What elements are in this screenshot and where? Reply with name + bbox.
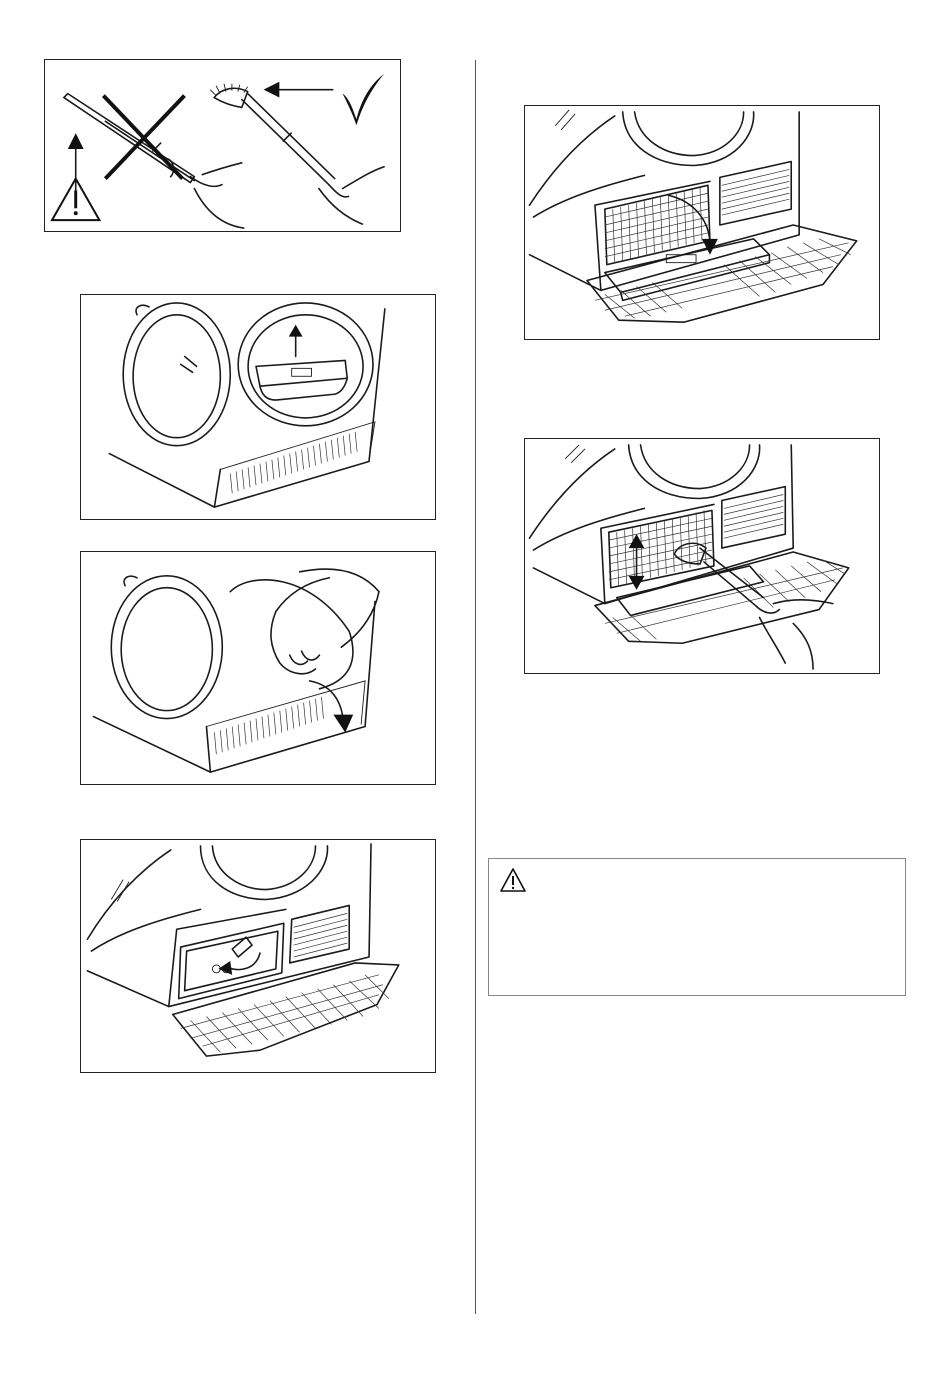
figure-unlock-lever — [80, 839, 436, 1073]
figure-lower-panel — [524, 105, 880, 340]
dryer-lever-illustration — [81, 840, 435, 1072]
figure-vacuum-filter — [524, 438, 880, 674]
dryer-door-filter-illustration — [81, 295, 435, 519]
cross-icon — [103, 96, 184, 179]
figure-remove-filter — [80, 294, 436, 520]
warning-icon — [499, 867, 527, 893]
warning-box — [488, 858, 906, 996]
dryer-vacuum-filter-illustration — [525, 439, 879, 673]
nozzle-brush-illustration — [45, 60, 400, 231]
check-icon — [343, 74, 385, 125]
column-divider — [475, 60, 476, 1314]
figure-open-cover — [80, 551, 436, 785]
dryer-open-panel-illustration — [81, 552, 435, 784]
dryer-filter-lowered-illustration — [525, 106, 879, 339]
figure-nozzle-warning — [44, 59, 401, 232]
